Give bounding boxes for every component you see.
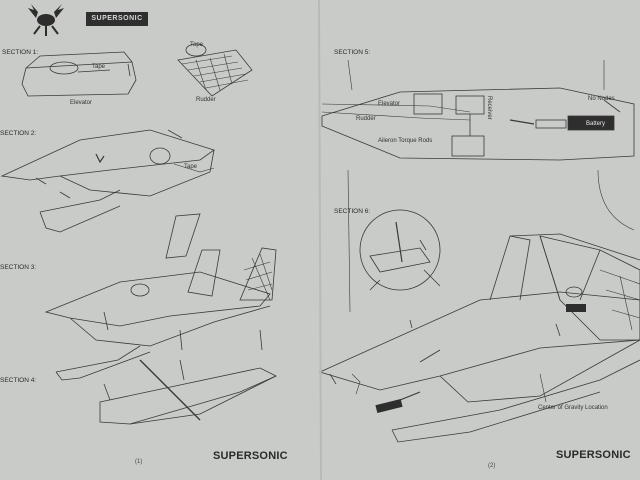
page-number-left: (1) [135, 459, 143, 465]
label-tape-3: Tape [184, 164, 198, 170]
section-2-heading: SECTION 2: [0, 130, 37, 137]
section-4-heading: SECTION 4: [0, 377, 37, 384]
section-3-heading: SECTION 3: [0, 264, 37, 271]
label-aileron-rods: Aileron Torque Rods [378, 138, 433, 144]
lobster-logo [28, 4, 64, 36]
section-1-heading: SECTION 1: [2, 49, 39, 56]
brand-logo: SUPERSONIC [86, 12, 148, 26]
label-receiver: Receiver [486, 96, 492, 120]
label-cg-location: Center of Gravity Location [538, 405, 608, 411]
section-5-heading: SECTION 5: [334, 49, 371, 56]
elevator-drawing [21, 51, 137, 97]
section-6-heading: SECTION 6: [334, 208, 371, 215]
sponson-section4-drawing [99, 359, 277, 425]
hull-section2-drawing [0, 129, 215, 233]
battery-part [375, 398, 403, 414]
label-elevator-r: Elevator [378, 101, 401, 107]
label-tape-1: Tape [92, 64, 106, 70]
label-rudder-r: Rudder [356, 116, 376, 122]
receiver-part [566, 304, 586, 312]
label-rudder: Rudder [196, 97, 216, 103]
page-fold [318, 0, 322, 480]
top-view-section5-drawing [321, 59, 635, 313]
page-number-right: (2) [488, 463, 496, 469]
footer-title-left: SUPERSONIC [213, 450, 288, 462]
label-tape-2: Tape [190, 42, 204, 48]
label-elevator: Elevator [70, 100, 93, 106]
rudder-drawing [177, 43, 253, 97]
hull-section3-drawing [44, 213, 277, 381]
footer-title-right: SUPERSONIC [556, 449, 631, 461]
detail-section6-drawing [359, 209, 441, 291]
label-battery: Battery [586, 121, 606, 127]
label-no-nodes: No Nodes [588, 96, 615, 102]
